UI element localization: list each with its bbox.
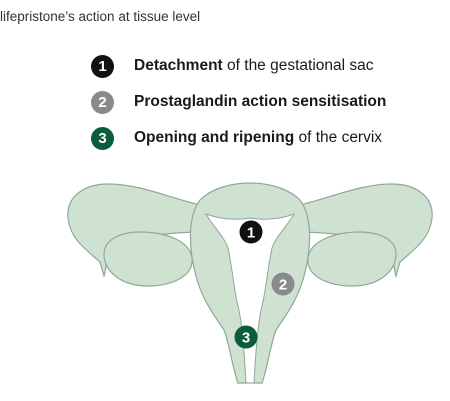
legend-label-bold: Opening and ripening bbox=[134, 129, 295, 146]
legend-badge-3: 3 bbox=[91, 126, 114, 150]
legend-label-bold: Prostaglandin action sensitisation bbox=[134, 93, 387, 110]
marker-3-label: 3 bbox=[242, 330, 250, 347]
legend-badge-1: 1 bbox=[91, 54, 114, 78]
legend-label: Detachment of the gestational sac bbox=[134, 57, 374, 75]
uterine-cavity bbox=[204, 213, 296, 384]
legend-item-cervix: 3 Opening and ripening of the cervix bbox=[91, 126, 386, 150]
page-title: lifepristone’s action at tissue level bbox=[0, 9, 201, 24]
legend-label: Prostaglandin action sensitisation bbox=[134, 93, 386, 111]
right-ovary bbox=[307, 231, 397, 287]
marker-1-label: 1 bbox=[247, 225, 255, 242]
marker-2: 2 bbox=[271, 272, 295, 296]
legend-item-detachment: 1 Detachment of the gestational sac bbox=[91, 54, 386, 78]
legend: 1 Detachment of the gestational sac 2 Pr… bbox=[91, 54, 386, 162]
left-ovary bbox=[103, 231, 193, 287]
legend-label-bold: Detachment bbox=[134, 57, 223, 74]
legend-label-rest: of the gestational sac bbox=[222, 57, 374, 74]
legend-label: Opening and ripening of the cervix bbox=[134, 129, 382, 147]
legend-label-rest: of the cervix bbox=[294, 129, 383, 146]
marker-3: 3 bbox=[234, 325, 258, 349]
marker-2-label: 2 bbox=[279, 277, 287, 294]
legend-badge-2: 2 bbox=[91, 90, 114, 114]
legend-item-prostaglandin: 2 Prostaglandin action sensitisation bbox=[91, 90, 386, 114]
marker-1: 1 bbox=[239, 220, 263, 244]
